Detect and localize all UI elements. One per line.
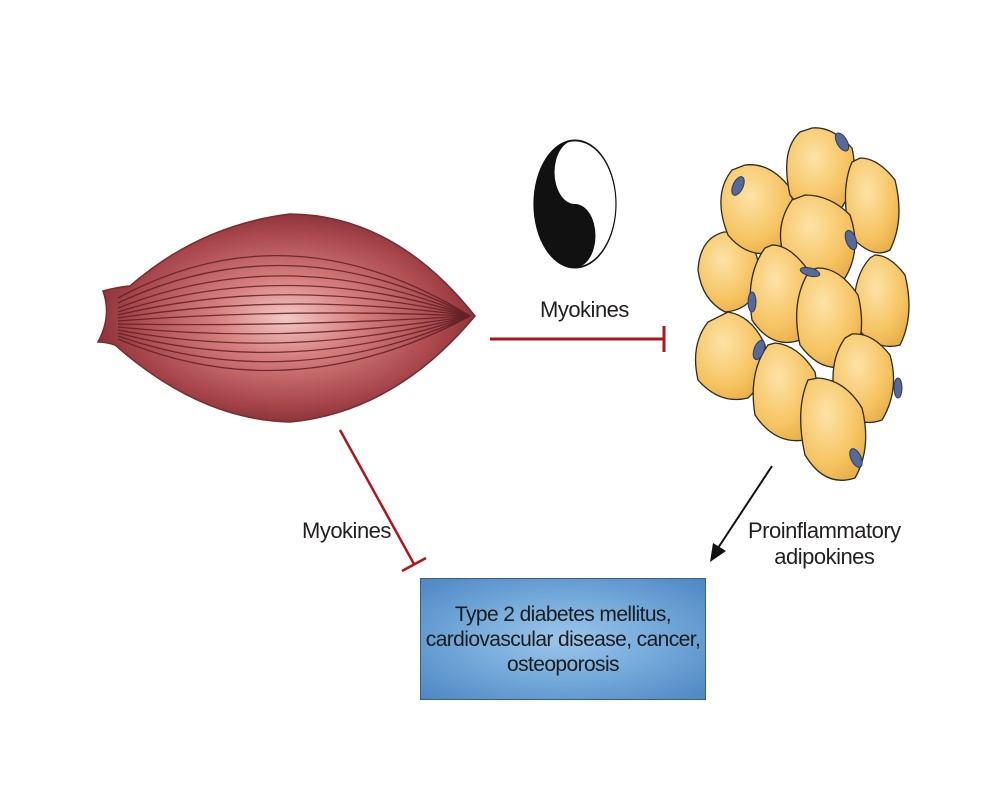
adipocyte-cluster-icon — [694, 127, 910, 481]
myokines-label-left: Myokines — [302, 518, 391, 543]
adipokines-label-line1: Proinflammatory — [748, 518, 901, 543]
disease-outcome-box: Type 2 diabetes mellitus, cardiovascular… — [420, 578, 706, 700]
myokines-label-top: Myokines — [540, 297, 629, 322]
activation-arrow-fat-to-disease — [710, 465, 773, 562]
disease-line1: Type 2 diabetes mellitus, — [454, 602, 672, 626]
adipokines-label-line2: adipokines — [774, 544, 875, 569]
disease-outcome-text: Type 2 diabetes mellitus, cardiovascular… — [425, 602, 701, 677]
inhibition-arrow-muscle-to-fat — [490, 326, 666, 352]
disease-line3: osteoporosis — [507, 652, 619, 676]
yin-yang-icon — [533, 139, 617, 269]
proinflammatory-adipokines-label: Proinflammatory adipokines — [748, 518, 901, 570]
adipocyte-nuclei — [731, 132, 903, 468]
muscle-icon — [96, 213, 476, 423]
inhibition-arrow-muscle-to-disease — [338, 429, 427, 573]
disease-line2: cardiovascular disease, cancer, — [425, 627, 701, 651]
